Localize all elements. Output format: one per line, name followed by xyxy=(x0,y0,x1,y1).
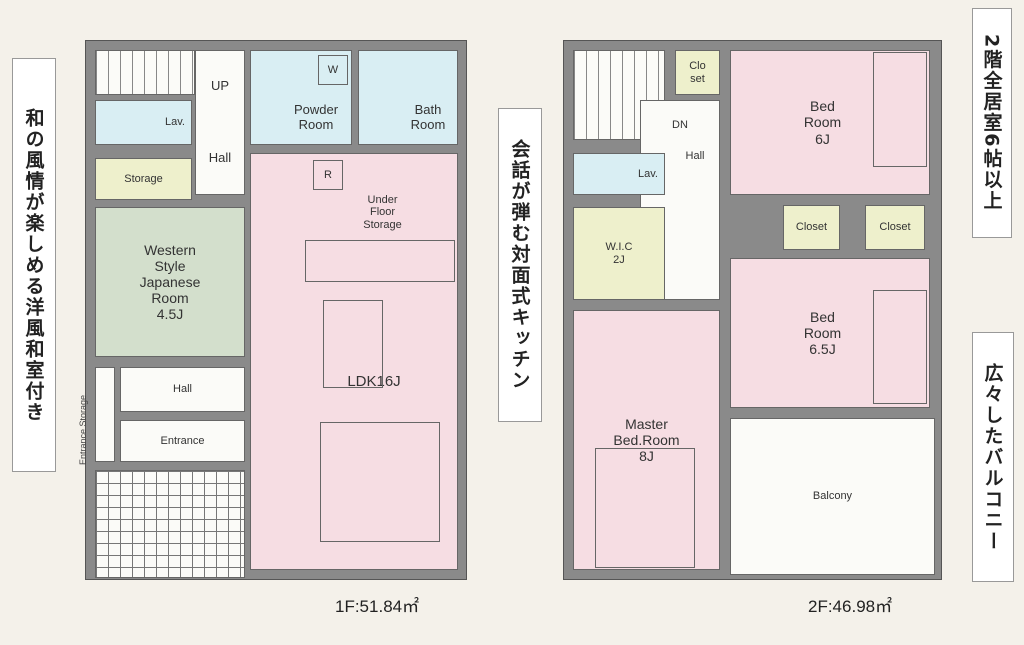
porch xyxy=(95,470,245,578)
toilet-1f: Lav. xyxy=(95,100,192,145)
closet-1: Closet xyxy=(783,205,840,250)
hall-1f-top: UP Hall xyxy=(195,50,245,195)
western-japanese-room: Western Style Japanese Room 4.5J xyxy=(95,207,245,357)
callout-balcony: 広々したバルコニー xyxy=(972,332,1014,582)
powder-room: Powder Room xyxy=(250,50,352,145)
bed xyxy=(595,448,695,568)
closet-small: Clo set xyxy=(675,50,720,95)
walk-in-closet: W.I.C 2J xyxy=(573,207,665,300)
toilet-2f: Lav. xyxy=(573,153,665,195)
stairs-1f xyxy=(95,50,195,95)
entrance: Entrance xyxy=(120,420,245,462)
hall-label: Hall xyxy=(685,149,705,162)
bed xyxy=(873,290,927,404)
storage-1f: Storage xyxy=(95,158,192,200)
hall-label: Hall xyxy=(208,149,232,165)
fridge-icon: R xyxy=(313,160,343,190)
callout-kitchen: 会話が弾む対面式キッチン xyxy=(498,108,542,422)
kitchen-counter xyxy=(305,240,455,282)
bed xyxy=(873,52,927,167)
balcony: Balcony xyxy=(730,418,935,575)
dn-label: DN xyxy=(672,119,688,131)
ldk-label: LDK16J xyxy=(347,372,401,390)
hall-1f-lower: Hall xyxy=(120,367,245,412)
up-label: UP xyxy=(210,78,230,94)
dining-table xyxy=(323,300,383,388)
area-2f: 2F:46.98㎡ xyxy=(808,597,893,616)
lav-label: Lav. xyxy=(638,167,658,180)
callout-western-japanese-room: 和の風情が楽しめる洋風和室付き xyxy=(12,58,56,472)
washer-label: W xyxy=(327,64,339,76)
callout-bedrooms: 2階全居室6帖以上 xyxy=(972,8,1012,238)
bedroom-6-5j: Bed Room 6.5J xyxy=(730,258,930,408)
entrance-storage xyxy=(95,367,115,462)
washer-icon: W xyxy=(318,55,348,85)
closet-2: Closet xyxy=(865,205,925,250)
area-1f: 1F:51.84㎡ xyxy=(335,597,420,616)
sofa xyxy=(320,422,440,542)
bedroom-6j: Bed Room 6J xyxy=(730,50,930,195)
stairs-2f xyxy=(573,50,665,140)
bath-label: Bath Room xyxy=(410,101,446,132)
bath-room: Bath Room xyxy=(358,50,458,145)
powder-label: Powder Room xyxy=(293,101,339,132)
under-floor-storage: Under Floor Storage xyxy=(363,193,402,231)
entrance-storage-label: Entrance Storage xyxy=(78,394,88,465)
ldk: LDK16J xyxy=(250,153,458,570)
fridge-label: R xyxy=(324,169,332,181)
master-bedroom: Master Bed.Room 8J xyxy=(573,310,720,570)
lav-label: Lav. xyxy=(165,116,185,129)
